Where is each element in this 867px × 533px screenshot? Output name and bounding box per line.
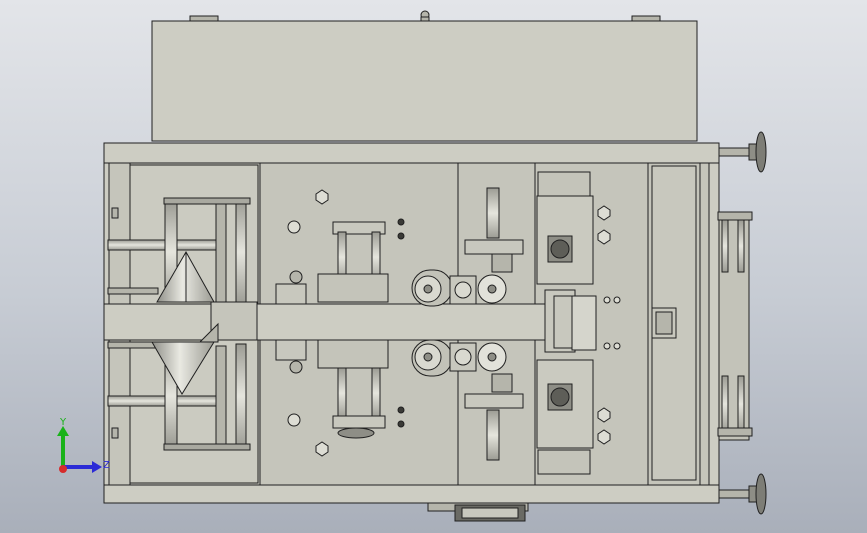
machine-model [103,10,767,522]
leveling-foot-top [718,131,767,173]
bottom-motor [427,502,529,522]
hopper-cone-upper [156,250,215,303]
y-axis-label: Y [59,417,67,428]
sensor-box [651,307,677,339]
drive-pulleys [411,269,507,377]
film-roll-rack [717,211,753,441]
pneumatic-cylinders [464,187,524,461]
pull-belt-assembly [275,221,389,439]
z-axis-label: Z [103,460,110,471]
hopper-cone-lower [151,322,219,395]
control-cabinet [151,10,698,142]
axis-triad: Y Z [57,417,110,473]
fasteners [287,189,621,457]
x-axis-point [59,465,67,473]
sealing-jaw-assembly [536,171,594,475]
y-axis-arrow [57,426,69,436]
leveling-foot-bottom [718,473,767,515]
z-axis-arrow [92,461,102,473]
